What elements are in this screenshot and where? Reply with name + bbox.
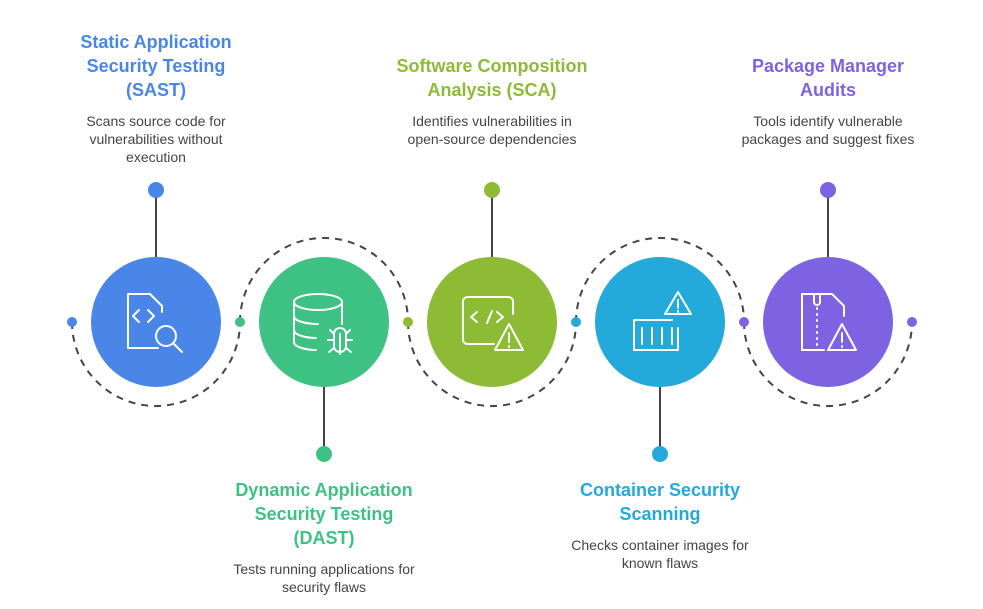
database-bug-icon (293, 293, 353, 355)
code-file-search-icon (127, 293, 183, 353)
step-description-line: Tools identify vulnerable (753, 113, 903, 129)
step-title-line: Scanning (619, 504, 701, 524)
step-circle-dast (259, 257, 389, 387)
step-description: Identifies vulnerabilities in open-source… (377, 112, 607, 148)
step-description: Checks container images for known flaws (545, 536, 775, 572)
arc-end-dot (67, 317, 77, 327)
dashed-connector-arc (407, 321, 577, 407)
arc-end-dot (739, 317, 749, 327)
step-title-line: Security Testing (86, 56, 226, 76)
step-marker-dot (820, 182, 836, 198)
step-marker-dot (652, 446, 668, 462)
step-description-line: open-source dependencies (407, 131, 577, 147)
step-description: Tools identify vulnerable packages and su… (713, 112, 943, 148)
dashed-connector-arc (743, 321, 913, 407)
step-description-line: Scans source code for (86, 113, 226, 129)
step-title-line: Dynamic Application (235, 480, 413, 500)
step-marker-dot (484, 182, 500, 198)
arc-end-dot (907, 317, 917, 327)
step-title-line: Package Manager (751, 56, 905, 76)
arc-end-dot (571, 317, 581, 327)
step-description-line: vulnerabilities without (89, 131, 223, 147)
step-circle-container (595, 257, 725, 387)
step-circle-package (763, 257, 893, 387)
step-description-line: Tests running applications for (233, 561, 415, 577)
step-description-line: Checks container images for (571, 537, 749, 553)
step-title-line: Static Application (80, 32, 232, 52)
step-description-line: packages and suggest fixes (741, 131, 915, 147)
step-title-line: Audits (800, 80, 856, 100)
step-marker-dot (148, 182, 164, 198)
code-window-warning-icon (462, 296, 524, 351)
step-description: Tests running applications for security f… (209, 560, 439, 596)
step-description-line: execution (126, 149, 186, 165)
arc-end-dot (403, 317, 413, 327)
container-warning-icon (633, 291, 692, 351)
step-description: Scans source code for vulnerabilities wit… (41, 112, 271, 166)
step-description-line: known flaws (621, 555, 699, 571)
step-marker-dot (316, 446, 332, 462)
step-circle-sast (91, 257, 221, 387)
arc-end-dot (235, 317, 245, 327)
dashed-connector-arc (239, 237, 409, 323)
step-title-line: Security Testing (254, 504, 394, 524)
step-title-line: (DAST) (293, 528, 355, 548)
step-title-line: Container Security (579, 480, 741, 500)
step-description-line: Identifies vulnerabilities in (412, 113, 572, 129)
step-circle-sca (427, 257, 557, 387)
dashed-connector-arc (71, 321, 241, 407)
step-title-line: (SAST) (126, 80, 186, 100)
step-title-line: Software Composition (396, 56, 588, 76)
dashed-connector-arc (575, 237, 745, 323)
step-title-line: Analysis (SCA) (427, 80, 557, 100)
step-description-line: security flaws (281, 579, 367, 595)
zip-file-warning-icon (801, 293, 857, 351)
